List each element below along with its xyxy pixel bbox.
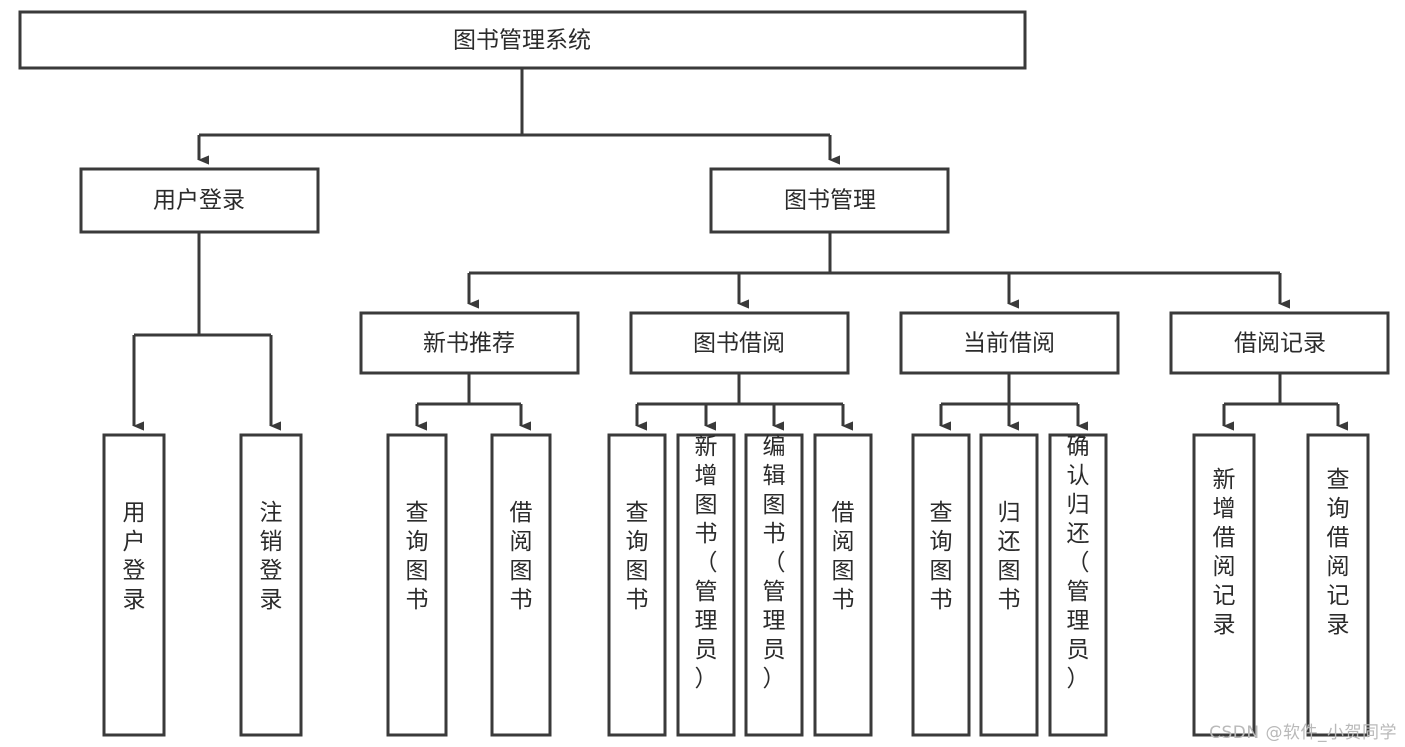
- node-leaf-3-label: 查询图书: [406, 500, 429, 613]
- node-leaf-9-box[interactable]: [911, 433, 971, 737]
- node-leaf-11-box[interactable]: [1048, 433, 1108, 737]
- node-leaf-6-label: 新增图书（管理员）: [695, 434, 718, 692]
- node-leaf-2-label: 注销登录: [260, 500, 283, 613]
- node-bookmgmt[interactable]: 图书管理: [709, 167, 950, 234]
- edge-group-current-to-leaves: [939, 373, 1088, 431]
- edge-group-records-to-leaves: [1222, 373, 1348, 431]
- node-newbook[interactable]: 新书推荐: [359, 311, 580, 375]
- node-leaf-6[interactable]: 新增图书（管理员）: [676, 433, 736, 737]
- node-root[interactable]: 图书管理系统: [18, 10, 1027, 70]
- node-records[interactable]: 借阅记录: [1169, 311, 1390, 375]
- node-leaf-5-label: 查询图书: [626, 500, 649, 613]
- node-leaf-7[interactable]: 编辑图书（管理员）: [744, 433, 804, 737]
- edge-group-borrow-to-leaves: [635, 373, 853, 431]
- node-current-label: 当前借阅: [963, 331, 1055, 357]
- node-leaf-5-box[interactable]: [607, 433, 667, 737]
- node-leaf-10-box[interactable]: [979, 433, 1039, 737]
- node-leaf-8[interactable]: 借阅图书: [813, 433, 873, 737]
- node-leaf-12[interactable]: 新增借阅记录: [1192, 433, 1256, 737]
- node-leaf-1[interactable]: 用户登录: [102, 433, 166, 737]
- edge-group-bookmgmt-to-level3: [467, 232, 1290, 309]
- node-leaf-7-box[interactable]: [744, 433, 804, 737]
- node-leaf-5[interactable]: 查询图书: [607, 433, 667, 737]
- node-bookmgmt-box[interactable]: [709, 167, 950, 234]
- node-leaf-3-box[interactable]: [386, 433, 448, 737]
- node-leaf-1-box[interactable]: [102, 433, 166, 737]
- node-leaf-4-label: 借阅图书: [510, 500, 533, 613]
- node-borrow-label: 图书借阅: [693, 331, 785, 357]
- node-newbook-label: 新书推荐: [423, 331, 515, 357]
- node-leaf-13[interactable]: 查询借阅记录: [1306, 433, 1370, 737]
- node-leaf-9-label: 查询图书: [930, 500, 953, 613]
- edge-group-newbook-to-leaves: [415, 373, 531, 431]
- node-borrow[interactable]: 图书借阅: [629, 311, 850, 375]
- node-newbook-box[interactable]: [359, 311, 580, 375]
- node-current-box[interactable]: [899, 311, 1120, 375]
- node-leaf-2[interactable]: 注销登录: [239, 433, 303, 737]
- node-login-label: 用户登录: [153, 188, 245, 214]
- node-records-box[interactable]: [1169, 311, 1390, 375]
- node-leaf-6-box[interactable]: [676, 433, 736, 737]
- node-leaf-11-label: 确认归还（管理员）: [1067, 434, 1090, 692]
- node-leaf-4[interactable]: 借阅图书: [490, 433, 552, 737]
- node-leaf-7-label: 编辑图书（管理员）: [763, 434, 786, 692]
- edge-group-root-to-level2: [197, 68, 840, 165]
- node-leaf-4-box[interactable]: [490, 433, 552, 737]
- node-current[interactable]: 当前借阅: [899, 311, 1120, 375]
- node-root-box[interactable]: [18, 10, 1027, 70]
- edge-group-login-to-leaves: [132, 232, 281, 431]
- node-leaf-8-label: 借阅图书: [832, 500, 855, 613]
- node-root-label: 图书管理系统: [453, 28, 591, 54]
- node-leaf-13-box[interactable]: [1306, 433, 1370, 737]
- node-leaf-13-label: 查询借阅记录: [1327, 467, 1350, 638]
- node-leaf-10-label: 归还图书: [998, 500, 1021, 613]
- node-leaf-12-box[interactable]: [1192, 433, 1256, 737]
- node-bookmgmt-label: 图书管理: [784, 188, 876, 214]
- node-leaf-10[interactable]: 归还图书: [979, 433, 1039, 737]
- node-leaf-8-box[interactable]: [813, 433, 873, 737]
- node-login[interactable]: 用户登录: [79, 167, 320, 234]
- node-leaf-1-label: 用户登录: [123, 500, 146, 613]
- node-borrow-box[interactable]: [629, 311, 850, 375]
- node-leaf-11[interactable]: 确认归还（管理员）: [1048, 433, 1108, 737]
- node-login-box[interactable]: [79, 167, 320, 234]
- node-records-label: 借阅记录: [1234, 331, 1326, 357]
- node-leaf-12-label: 新增借阅记录: [1213, 467, 1236, 638]
- node-leaf-2-box[interactable]: [239, 433, 303, 737]
- node-leaf-3[interactable]: 查询图书: [386, 433, 448, 737]
- node-leaf-9[interactable]: 查询图书: [911, 433, 971, 737]
